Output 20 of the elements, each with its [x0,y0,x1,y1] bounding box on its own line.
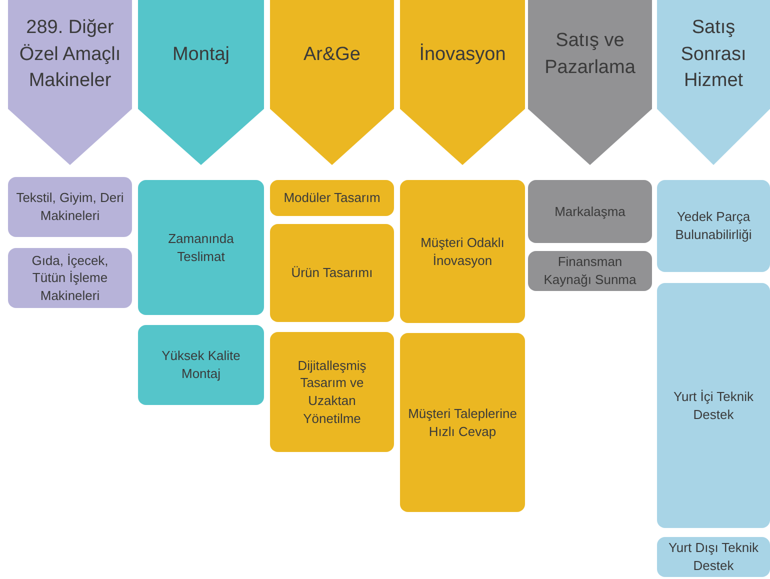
column-heading: Montaj [171,42,231,67]
category-box: Finansman Kaynağı Sunma [528,251,652,291]
category-box: Yurt İçi Teknik Destek [657,283,770,528]
category-box: Gıda, İçecek, Tütün İşleme Makineleri [8,248,132,308]
column-heading: 289. Diğer Özel Amaçlı Makineler [18,16,122,94]
category-box: Yedek Parça Bulunabilirliği [657,180,770,272]
category-box: Dijitalleşmiş Tasarım ve Uzaktan Yönetilme [270,332,394,452]
category-box: Markalaşma [528,180,652,243]
category-box: Yüksek Kalite Montaj [138,325,264,405]
column-heading: İnovasyon [418,42,507,67]
column-heading: Satış Sonrası Hizmet [680,16,748,94]
category-box: Ürün Tasarımı [270,224,394,322]
category-box: Zamanında Teslimat [138,180,264,315]
category-box: Modüler Tasarım [270,180,394,216]
column-heading: Ar&Ge [302,42,362,67]
category-box: Müşteri Taleplerine Hızlı Cevap [400,333,525,512]
category-box: Yurt Dışı Teknik Destek [657,537,770,577]
category-box: Tekstil, Giyim, Deri Makineleri [8,177,132,237]
column-heading: Satış ve Pazarlama [544,29,636,80]
category-box: Müşteri Odaklı İnovasyon [400,180,525,323]
